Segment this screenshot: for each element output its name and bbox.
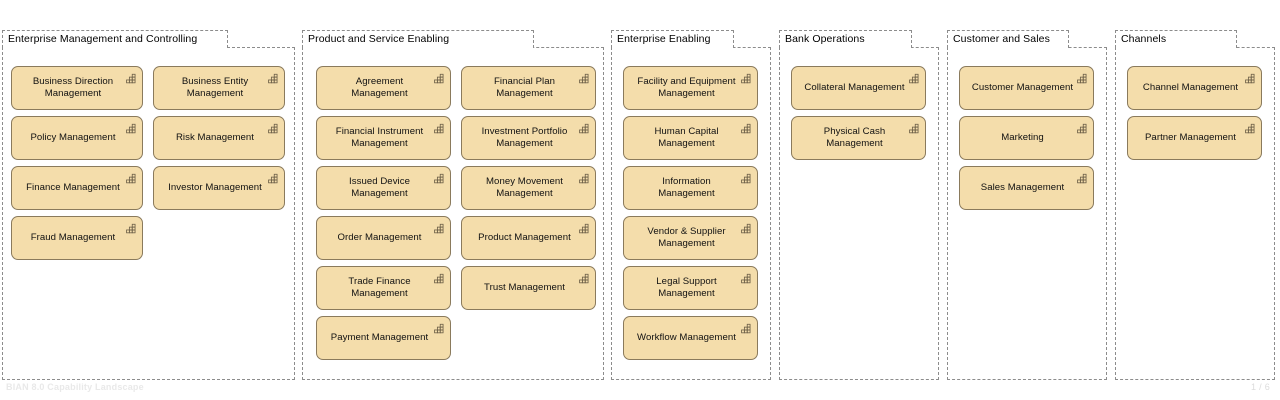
group-label: Enterprise Management and Controlling — [8, 33, 198, 45]
group-label: Product and Service Enabling — [308, 33, 450, 45]
capability-label: Agreement Management — [351, 76, 408, 99]
capability-label: Fraud Management — [30, 232, 116, 243]
capability-label: Business Direction Management — [32, 76, 114, 99]
capability-element[interactable]: Channel Management — [1127, 66, 1262, 110]
capability-element[interactable]: Human Capital Management — [623, 116, 758, 160]
capability-label: Product Management — [478, 232, 571, 243]
group-header-enterprise-management-and-controlling[interactable]: Enterprise Management and Controlling — [2, 30, 228, 48]
capability-element[interactable]: Business Direction Management — [11, 66, 143, 110]
capability-label: Financial Instrument Management — [335, 126, 424, 149]
capability-label: Partner Management — [1144, 132, 1237, 143]
capability-label: Order Management — [337, 232, 422, 243]
capability-element[interactable]: Partner Management — [1127, 116, 1262, 160]
capability-element[interactable]: Risk Management — [153, 116, 285, 160]
capability-element[interactable]: Financial Instrument Management — [316, 116, 451, 160]
group-label: Channels — [1121, 33, 1167, 45]
capability-label: Investment Portfolio Management — [481, 126, 568, 149]
capability-label: Investor Management — [168, 182, 262, 193]
capability-label: Vendor & Supplier Management — [647, 226, 726, 249]
capability-element[interactable]: Investor Management — [153, 166, 285, 210]
capability-label: Payment Management — [330, 332, 429, 343]
group-label: Enterprise Enabling — [617, 33, 711, 45]
group-label: Bank Operations — [785, 33, 865, 45]
capability-label: Issued Device Management — [349, 176, 410, 199]
capability-label: Finance Management — [26, 182, 120, 193]
capability-element[interactable]: Issued Device Management — [316, 166, 451, 210]
capability-label: Marketing — [1001, 132, 1044, 143]
capability-element[interactable]: Customer Management — [959, 66, 1094, 110]
capability-label: Legal Support Management — [656, 276, 717, 299]
capability-label: Sales Management — [980, 182, 1065, 193]
capability-label: Trade Finance Management — [348, 276, 411, 299]
group-body-enterprise-enabling — [611, 47, 771, 380]
capability-element[interactable]: Workflow Management — [623, 316, 758, 360]
capability-label: Financial Plan Management — [494, 76, 555, 99]
capability-element[interactable]: Business Entity Management — [153, 66, 285, 110]
capability-element[interactable]: Collateral Management — [791, 66, 926, 110]
capability-label: Channel Management — [1142, 82, 1239, 93]
capability-element[interactable]: Policy Management — [11, 116, 143, 160]
group-header-product-and-service-enabling[interactable]: Product and Service Enabling — [302, 30, 534, 48]
capability-label: Business Entity Management — [181, 76, 249, 99]
capability-label: Policy Management — [30, 132, 116, 143]
capability-label: Trust Management — [484, 282, 565, 293]
group-body-channels — [1115, 47, 1275, 380]
capability-label: Workflow Management — [637, 332, 736, 343]
group-label: Customer and Sales — [953, 33, 1050, 45]
capability-element[interactable]: Sales Management — [959, 166, 1094, 210]
capability-element[interactable]: Vendor & Supplier Management — [623, 216, 758, 260]
capability-element[interactable]: Financial Plan Management — [461, 66, 596, 110]
capability-element[interactable]: Money Movement Management — [461, 166, 596, 210]
capability-element[interactable]: Agreement Management — [316, 66, 451, 110]
capability-label: Information Management — [658, 176, 715, 199]
capability-label: Physical Cash Management — [823, 126, 886, 149]
group-header-channels[interactable]: Channels — [1115, 30, 1237, 48]
group-body-bank-operations — [779, 47, 939, 380]
capability-element[interactable]: Facility and Equipment Management — [623, 66, 758, 110]
group-header-customer-and-sales[interactable]: Customer and Sales — [947, 30, 1069, 48]
group-header-bank-operations[interactable]: Bank Operations — [779, 30, 912, 48]
group-body-customer-and-sales — [947, 47, 1107, 380]
capability-element[interactable]: Marketing — [959, 116, 1094, 160]
capability-label: Customer Management — [971, 82, 1074, 93]
group-header-enterprise-enabling[interactable]: Enterprise Enabling — [611, 30, 734, 48]
capability-element[interactable]: Finance Management — [11, 166, 143, 210]
diagram-title-watermark: BIAN 8.0 Capability Landscape — [6, 382, 144, 392]
capability-element[interactable]: Information Management — [623, 166, 758, 210]
capability-label: Risk Management — [175, 132, 255, 143]
capability-element[interactable]: Legal Support Management — [623, 266, 758, 310]
capability-element[interactable]: Product Management — [461, 216, 596, 260]
group-body-product-and-service-enabling — [302, 47, 604, 380]
capability-element[interactable]: Fraud Management — [11, 216, 143, 260]
capability-element[interactable]: Physical Cash Management — [791, 116, 926, 160]
capability-label: Human Capital Management — [654, 126, 719, 149]
capability-label: Facility and Equipment Management — [637, 76, 736, 99]
capability-element[interactable]: Trade Finance Management — [316, 266, 451, 310]
capability-label: Collateral Management — [804, 82, 905, 93]
capability-element[interactable]: Payment Management — [316, 316, 451, 360]
capability-label: Money Movement Management — [486, 176, 563, 199]
capability-element[interactable]: Trust Management — [461, 266, 596, 310]
page-indicator: 1 / 6 — [1250, 382, 1270, 392]
group-body-enterprise-management-and-controlling — [2, 47, 295, 380]
